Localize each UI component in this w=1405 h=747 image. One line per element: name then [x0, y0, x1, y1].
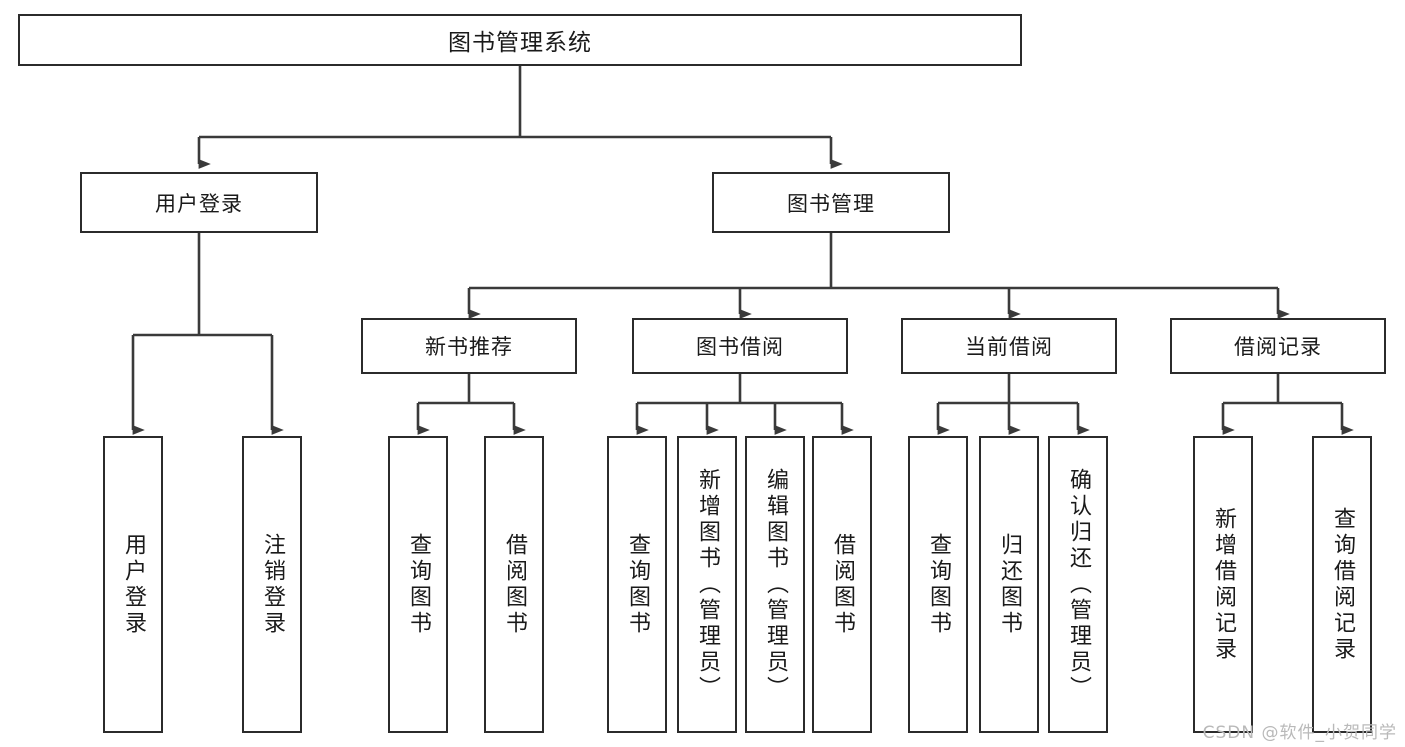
node-current-borrow-label: 当前借阅: [965, 335, 1053, 359]
node-user-login-label: 用户登录: [155, 191, 243, 216]
node-root-label: 图书管理系统: [448, 30, 592, 56]
node-leaf-add-book-label: 新增图书（管理员）: [695, 467, 720, 702]
node-leaf-query-book-1-label: 查询图书: [406, 532, 431, 637]
node-leaf-return-book-label: 归还图书: [997, 532, 1022, 637]
node-book-borrow-label: 图书借阅: [696, 335, 784, 359]
node-user-login[interactable]: 用户登录: [80, 172, 318, 233]
node-leaf-query-book-2[interactable]: 查询图书: [607, 436, 667, 733]
node-leaf-query-book-2-label: 查询图书: [625, 532, 650, 637]
node-book-manage-label: 图书管理: [787, 191, 875, 216]
node-book-borrow[interactable]: 图书借阅: [632, 318, 848, 374]
node-leaf-add-borrow-record-label: 新增借阅记录: [1211, 506, 1236, 663]
node-book-manage[interactable]: 图书管理: [712, 172, 950, 233]
node-leaf-edit-book[interactable]: 编辑图书（管理员）: [745, 436, 805, 733]
node-leaf-user-login[interactable]: 用户登录: [103, 436, 163, 733]
node-leaf-query-book-1[interactable]: 查询图书: [388, 436, 448, 733]
node-borrow-record-label: 借阅记录: [1234, 335, 1322, 359]
node-leaf-add-borrow-record[interactable]: 新增借阅记录: [1193, 436, 1253, 733]
node-leaf-query-borrow-record-label: 查询借阅记录: [1330, 506, 1355, 663]
node-leaf-confirm-return[interactable]: 确认归还（管理员）: [1048, 436, 1108, 733]
node-leaf-borrow-book-2[interactable]: 借阅图书: [812, 436, 872, 733]
node-borrow-record[interactable]: 借阅记录: [1170, 318, 1386, 374]
node-leaf-confirm-return-label: 确认归还（管理员）: [1066, 467, 1091, 702]
node-leaf-borrow-book-1[interactable]: 借阅图书: [484, 436, 544, 733]
node-leaf-query-book-3-label: 查询图书: [926, 532, 951, 637]
node-leaf-add-book[interactable]: 新增图书（管理员）: [677, 436, 737, 733]
node-leaf-edit-book-label: 编辑图书（管理员）: [763, 467, 788, 702]
node-leaf-query-book-3[interactable]: 查询图书: [908, 436, 968, 733]
node-leaf-return-book[interactable]: 归还图书: [979, 436, 1039, 733]
node-new-book-recommend[interactable]: 新书推荐: [361, 318, 577, 374]
node-leaf-user-logout-label: 注销登录: [260, 532, 285, 637]
node-leaf-query-borrow-record[interactable]: 查询借阅记录: [1312, 436, 1372, 733]
watermark-text: CSDN @软件_小贺同学: [1202, 723, 1397, 743]
node-current-borrow[interactable]: 当前借阅: [901, 318, 1117, 374]
node-leaf-borrow-book-1-label: 借阅图书: [502, 532, 527, 637]
node-new-book-recommend-label: 新书推荐: [425, 335, 513, 359]
node-root[interactable]: 图书管理系统: [18, 14, 1022, 66]
node-leaf-user-logout[interactable]: 注销登录: [242, 436, 302, 733]
node-leaf-user-login-label: 用户登录: [121, 532, 146, 637]
node-leaf-borrow-book-2-label: 借阅图书: [830, 532, 855, 637]
